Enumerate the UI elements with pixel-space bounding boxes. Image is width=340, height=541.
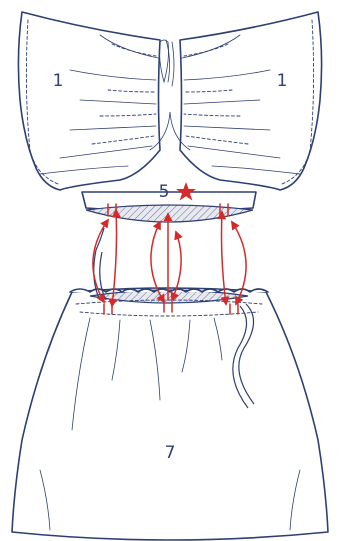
bodice-left-label: 1 — [53, 71, 64, 91]
skirt-label: 7 — [165, 443, 176, 463]
center-keyhole — [160, 40, 169, 82]
bodice — [18, 12, 321, 190]
waistband-label: 5 — [159, 182, 170, 202]
bodice-right-label: 1 — [277, 71, 288, 91]
center-tie — [166, 40, 174, 86]
skirt-body — [12, 288, 328, 540]
bodice-right-panel — [180, 12, 322, 190]
skirt: 7 — [12, 228, 328, 540]
bodice-left-panel — [18, 12, 160, 190]
